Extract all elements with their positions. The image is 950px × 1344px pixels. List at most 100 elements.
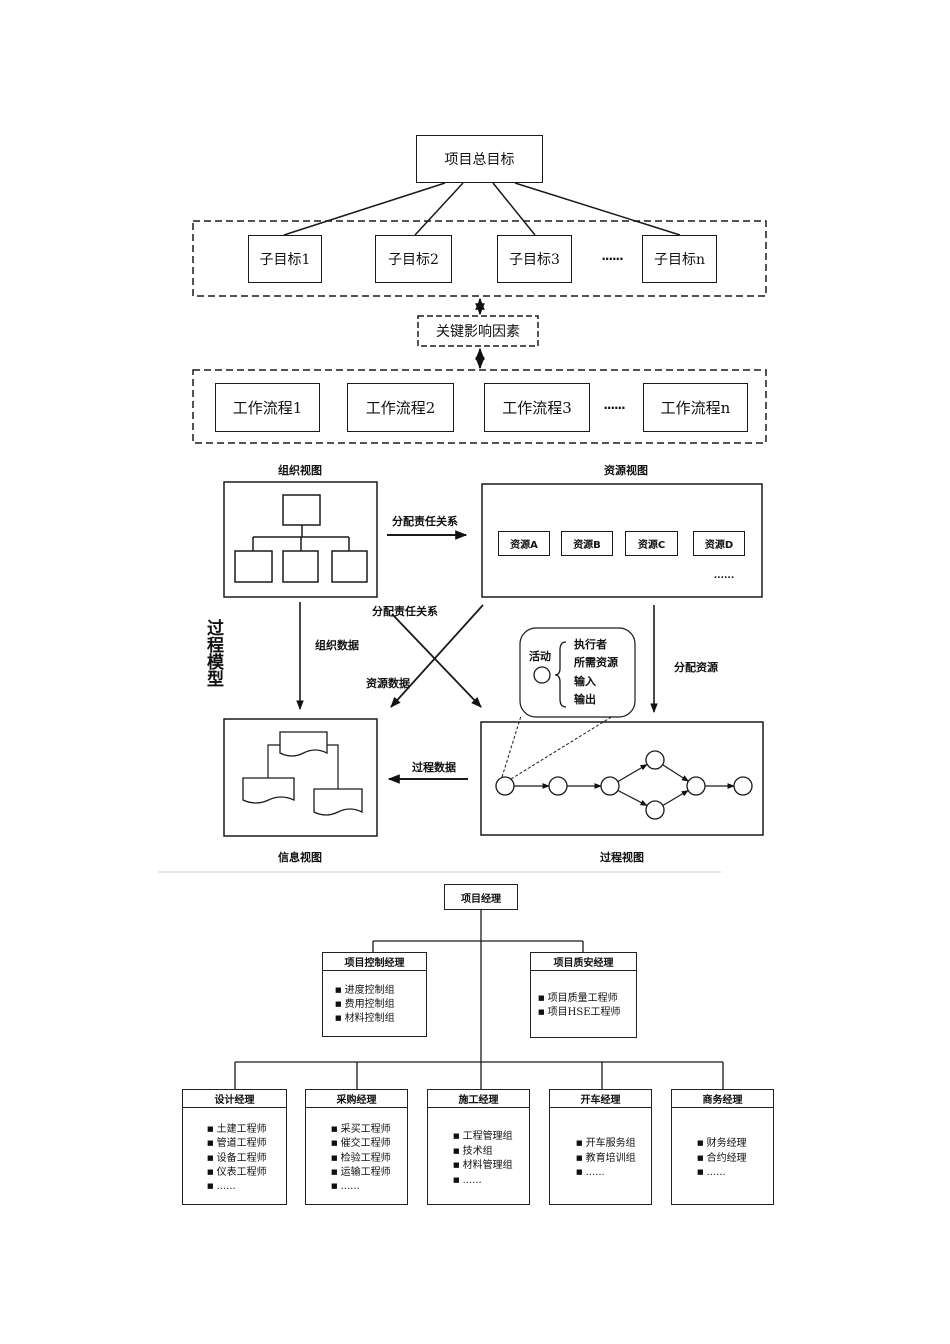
resource-box-b: 资源B xyxy=(561,531,613,556)
resource-box-c: 资源C xyxy=(625,531,678,556)
sub-goal-ellipsis: ...... xyxy=(601,249,623,263)
department-item-list: 财务经理 合约经理 ...... xyxy=(697,1137,747,1181)
brace-icon xyxy=(554,641,567,708)
callout-pointer-1 xyxy=(501,715,522,778)
project-manager-box: 项目经理 xyxy=(444,884,518,910)
process-edge-3-5 xyxy=(617,789,648,807)
activity-attribute: 输入 xyxy=(574,674,596,688)
sub-goal-box-2: 子目标2 xyxy=(375,235,452,283)
callout-pointer-2 xyxy=(510,715,614,780)
list-item: 设备工程师 xyxy=(207,1152,267,1166)
flow-label-org-to-process: 分配责任关系 xyxy=(372,605,438,618)
flow-label-resource-to-information: 资源数据 xyxy=(366,677,410,690)
process-view-label: 过程视图 xyxy=(600,851,644,864)
resource-view-frame xyxy=(481,483,763,598)
department-box-construction: 施工经理 工程管理组 技术组 材料管理组 ...... xyxy=(427,1089,530,1205)
staff-title: 项目质安经理 xyxy=(531,953,636,971)
list-item: 开车服务组 xyxy=(576,1137,636,1152)
resource-box-d: 资源D xyxy=(693,531,745,556)
document-link-2 xyxy=(327,744,339,789)
org-icon-child-box-1 xyxy=(234,550,273,583)
staff-item-list: 项目质量工程师 项目HSE工程师 xyxy=(538,992,621,1020)
activity-callout xyxy=(519,627,636,718)
sub-goal-box-n: 子目标n xyxy=(642,235,717,283)
process-model-title: 过程模型 xyxy=(203,619,223,687)
sub-goal-box-1: 子目标1 xyxy=(248,235,322,283)
department-title: 采购经理 xyxy=(306,1090,407,1108)
activity-label: 活动 xyxy=(529,650,551,663)
process-edge-5-6 xyxy=(662,789,689,807)
flow-label-process-to-information: 过程数据 xyxy=(412,761,456,774)
list-item: ...... xyxy=(697,1166,747,1181)
activity-circle-icon xyxy=(533,666,551,684)
department-box-commissioning: 开车经理 开车服务组 教育培训组 ...... xyxy=(549,1089,652,1205)
department-box-design: 设计经理 土建工程师 管道工程师 设备工程师 仪表工程师 ...... xyxy=(182,1089,287,1205)
document-link-1 xyxy=(267,744,280,778)
list-item: 检验工程师 xyxy=(331,1152,391,1166)
workflow-box-2: 工作流程2 xyxy=(347,383,454,432)
org-icon-child-box-3 xyxy=(331,550,368,583)
department-item-list: 开车服务组 教育培训组 ...... xyxy=(576,1137,636,1181)
workflow-box-n: 工作流程n xyxy=(643,383,748,432)
organization-view-label: 组织视图 xyxy=(278,464,322,477)
resource-ellipsis: ...... xyxy=(713,571,735,581)
process-node-3 xyxy=(600,776,620,796)
staff-title: 项目控制经理 xyxy=(323,953,426,971)
list-item: 材料控制组 xyxy=(335,1012,395,1026)
process-node-7 xyxy=(733,776,753,796)
department-item-list: 土建工程师 管道工程师 设备工程师 仪表工程师 ...... xyxy=(207,1123,267,1194)
sub-goal-container xyxy=(192,220,767,297)
document-icon-1 xyxy=(279,731,328,757)
resource-view-label: 资源视图 xyxy=(604,464,648,477)
goal-connector-1 xyxy=(283,182,446,236)
key-factors-label: 关键影响因素 xyxy=(436,324,520,340)
list-item: 进度控制组 xyxy=(335,984,395,998)
list-item: 合约经理 xyxy=(697,1152,747,1167)
workflow-box-3: 工作流程3 xyxy=(484,383,590,432)
staff-box-quality-safety: 项目质安经理 项目质量工程师 项目HSE工程师 xyxy=(530,952,637,1038)
staff-item-list: 进度控制组 费用控制组 材料控制组 xyxy=(335,984,395,1026)
flow-label-org-to-resource: 分配责任关系 xyxy=(392,515,458,528)
workflow-container xyxy=(192,369,767,444)
list-item: 技术组 xyxy=(453,1145,513,1160)
key-factors-container xyxy=(417,315,539,347)
goal-connector-3 xyxy=(492,182,536,236)
workflow-ellipsis: ...... xyxy=(603,398,625,412)
department-title: 商务经理 xyxy=(672,1090,773,1108)
process-edge-3-4 xyxy=(617,763,648,783)
information-view-label: 信息视图 xyxy=(278,851,322,864)
process-edge-4-6 xyxy=(662,764,690,782)
process-node-5 xyxy=(645,800,665,820)
staff-box-control: 项目控制经理 进度控制组 费用控制组 材料控制组 xyxy=(322,952,427,1037)
activity-attribute: 所需资源 xyxy=(574,656,618,670)
activity-attribute: 输出 xyxy=(574,693,596,707)
department-title: 开车经理 xyxy=(550,1090,651,1108)
process-view-frame xyxy=(480,721,764,836)
list-item: ...... xyxy=(331,1180,391,1194)
list-item: 管道工程师 xyxy=(207,1137,267,1151)
org-icon-child-box-2 xyxy=(282,550,319,583)
arrow-resource-to-information xyxy=(390,604,484,708)
list-item: ...... xyxy=(576,1166,636,1181)
list-item: 项目质量工程师 xyxy=(538,992,621,1006)
activity-attribute: 执行者 xyxy=(574,638,607,651)
list-item: ...... xyxy=(207,1180,267,1194)
department-item-list: 采买工程师 催交工程师 检验工程师 运输工程师 ...... xyxy=(331,1123,391,1194)
department-item-list: 工程管理组 技术组 材料管理组 ...... xyxy=(453,1130,513,1189)
department-box-procurement: 采购经理 采买工程师 催交工程师 检验工程师 运输工程师 ...... xyxy=(305,1089,408,1205)
org-icon-top-box xyxy=(282,494,321,526)
resource-box-a: 资源A xyxy=(498,531,550,556)
sub-goal-box-3: 子目标3 xyxy=(497,235,572,283)
department-title: 设计经理 xyxy=(183,1090,286,1108)
list-item: 催交工程师 xyxy=(331,1137,391,1151)
flow-label-org-to-information: 组织数据 xyxy=(315,639,359,652)
process-node-2 xyxy=(548,776,568,796)
list-item: 项目HSE工程师 xyxy=(538,1006,621,1020)
list-item: 工程管理组 xyxy=(453,1130,513,1145)
information-view-frame xyxy=(223,718,378,837)
process-node-6 xyxy=(686,776,706,796)
list-item: 费用控制组 xyxy=(335,998,395,1012)
organization-view-frame xyxy=(223,481,378,598)
